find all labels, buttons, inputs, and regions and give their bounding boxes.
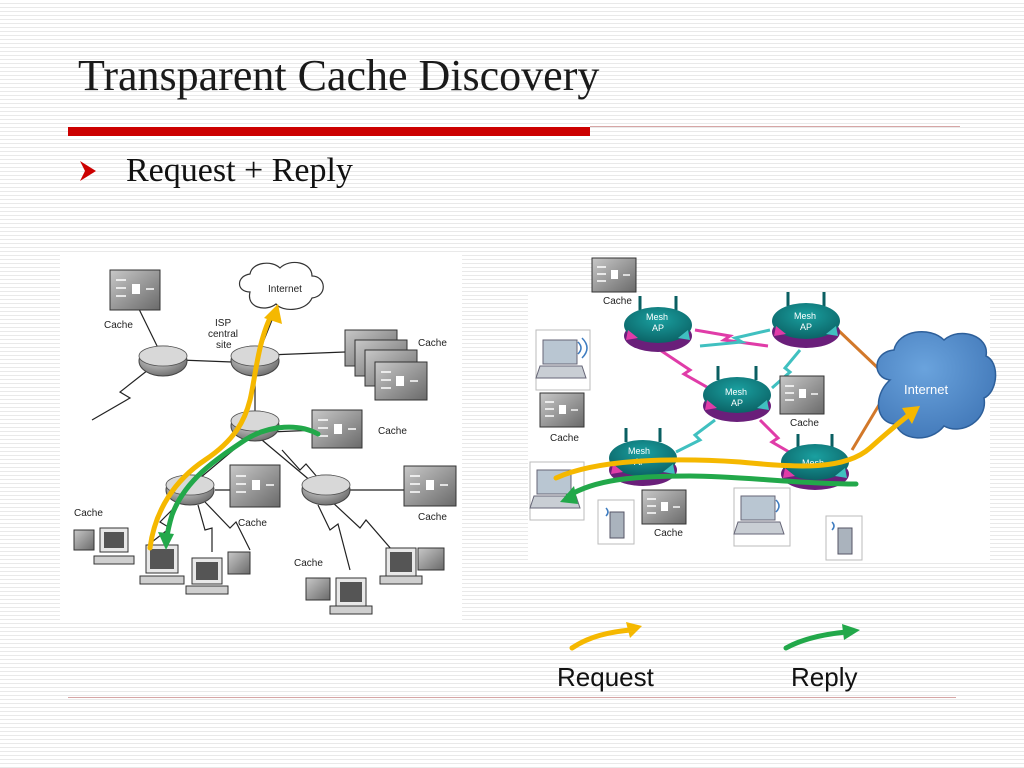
laptop-bottom bbox=[733, 487, 791, 547]
cache-label-l1: Cache bbox=[104, 320, 133, 331]
left-reply-arrow bbox=[163, 424, 321, 545]
cache-box-top-left bbox=[109, 269, 161, 311]
r-cache-label-4: Cache bbox=[654, 528, 683, 539]
mesh-wireless-links bbox=[659, 328, 884, 458]
right-request-arrowhead bbox=[902, 406, 920, 424]
cache-box-center bbox=[229, 464, 281, 508]
mesh-ap5-label: Mesh bbox=[802, 458, 824, 468]
legend-reply-label: Reply bbox=[791, 662, 858, 692]
pc-middle bbox=[185, 551, 251, 595]
pc-right bbox=[379, 547, 445, 585]
mesh-ap3-line2: AP bbox=[731, 398, 743, 408]
left-request-arrow bbox=[147, 311, 275, 551]
cache-box-mid bbox=[311, 409, 363, 449]
mesh-ap3-line1: Mesh bbox=[725, 387, 747, 397]
legend-request-arrowhead bbox=[626, 622, 642, 638]
pc-far-left bbox=[73, 527, 135, 565]
cache-label-l3: Cache bbox=[378, 426, 407, 437]
r-cache-bottom bbox=[641, 489, 687, 525]
right-reply-arrowhead bbox=[560, 486, 578, 504]
bullet-arrow-icon bbox=[80, 161, 96, 181]
mesh-ap1-line1: Mesh bbox=[646, 312, 668, 322]
phone-bottom-left bbox=[597, 499, 635, 545]
mesh-ap1-line2: AP bbox=[652, 323, 664, 333]
phone-bottom-right bbox=[825, 515, 863, 561]
cache-box-right bbox=[403, 465, 457, 507]
isp-label-3: site bbox=[216, 340, 232, 351]
legend-reply-arrow bbox=[783, 629, 849, 651]
legend-request-arrow bbox=[569, 627, 633, 651]
cache-stack-right bbox=[344, 329, 428, 401]
legend-reply-arrowhead bbox=[842, 624, 860, 640]
mesh-ap-top-left bbox=[624, 296, 692, 352]
mesh-ap4-line1: Mesh bbox=[628, 446, 650, 456]
r-cache-top bbox=[591, 257, 637, 293]
mesh-ap-center bbox=[703, 366, 771, 422]
cache-label-l2: Cache bbox=[418, 338, 447, 349]
right-internet-label: Internet bbox=[904, 382, 948, 397]
r-cache-label-3: Cache bbox=[790, 418, 819, 429]
legend-request-label: Request bbox=[557, 662, 654, 692]
router-lower-right bbox=[301, 474, 351, 506]
r-cache-center bbox=[779, 375, 825, 415]
cache-label-l6: Cache bbox=[74, 508, 103, 519]
pc-target bbox=[139, 544, 185, 585]
mesh-ap2-line2: AP bbox=[800, 322, 812, 332]
router-1 bbox=[138, 345, 188, 377]
left-reply-arrowhead bbox=[158, 532, 174, 550]
cache-label-l7: Cache bbox=[294, 558, 323, 569]
title-underline-thin bbox=[590, 126, 960, 127]
isp-label-1: ISP bbox=[215, 318, 231, 329]
left-request-arrowhead bbox=[264, 304, 282, 324]
mesh-ap2-line1: Mesh bbox=[794, 311, 816, 321]
laptop-top-left bbox=[535, 329, 591, 391]
r-cache-left bbox=[539, 392, 585, 428]
r-cache-label-2: Cache bbox=[550, 433, 579, 444]
left-internet-cloud bbox=[238, 261, 324, 310]
mesh-ap-top-right bbox=[772, 292, 840, 348]
title-underline-red bbox=[68, 127, 590, 136]
right-reply-arrow bbox=[565, 473, 859, 499]
cache-label-l4: Cache bbox=[238, 518, 267, 529]
pc-bottom bbox=[305, 577, 373, 615]
r-cache-label-1: Cache bbox=[603, 296, 632, 307]
isp-label-2: central bbox=[208, 329, 238, 340]
right-request-arrow bbox=[553, 411, 913, 481]
footer-rule bbox=[68, 697, 956, 698]
bullet-text: Request + Reply bbox=[126, 152, 353, 189]
slide-title: Transparent Cache Discovery bbox=[78, 51, 600, 100]
cache-label-l5: Cache bbox=[418, 512, 447, 523]
left-internet-label: Internet bbox=[268, 284, 302, 295]
